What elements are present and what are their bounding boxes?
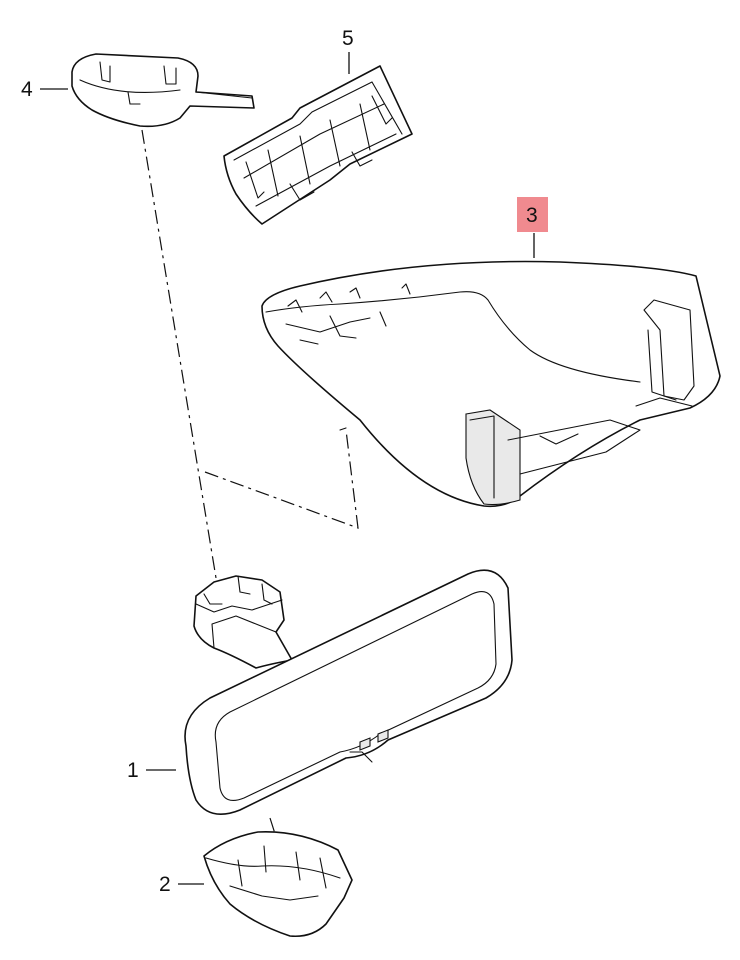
callout-label-3: 3 <box>526 204 538 227</box>
part-3-mirror-base-cover[interactable] <box>261 260 721 508</box>
part-1-interior-mirror[interactable] <box>184 569 513 816</box>
mirror-mount-stub[interactable] <box>193 575 293 669</box>
callout-label-2: 2 <box>159 873 171 896</box>
part-5-bracket-frame[interactable] <box>223 65 413 225</box>
callout-3-highlight <box>517 197 548 232</box>
callout-4[interactable]: 4 <box>21 78 68 101</box>
callout-1[interactable]: 1 <box>127 759 176 782</box>
callout-2[interactable]: 2 <box>159 873 204 896</box>
callout-label-4: 4 <box>21 78 33 101</box>
callout-5[interactable]: 5 <box>342 27 354 74</box>
part-4-cap[interactable] <box>71 53 255 128</box>
assembly-lines <box>141 129 359 901</box>
callout-label-1: 1 <box>127 759 139 782</box>
part-2-lower-cover[interactable] <box>203 831 353 938</box>
callout-label-5: 5 <box>342 27 354 50</box>
callout-3[interactable]: 3 <box>517 197 548 258</box>
